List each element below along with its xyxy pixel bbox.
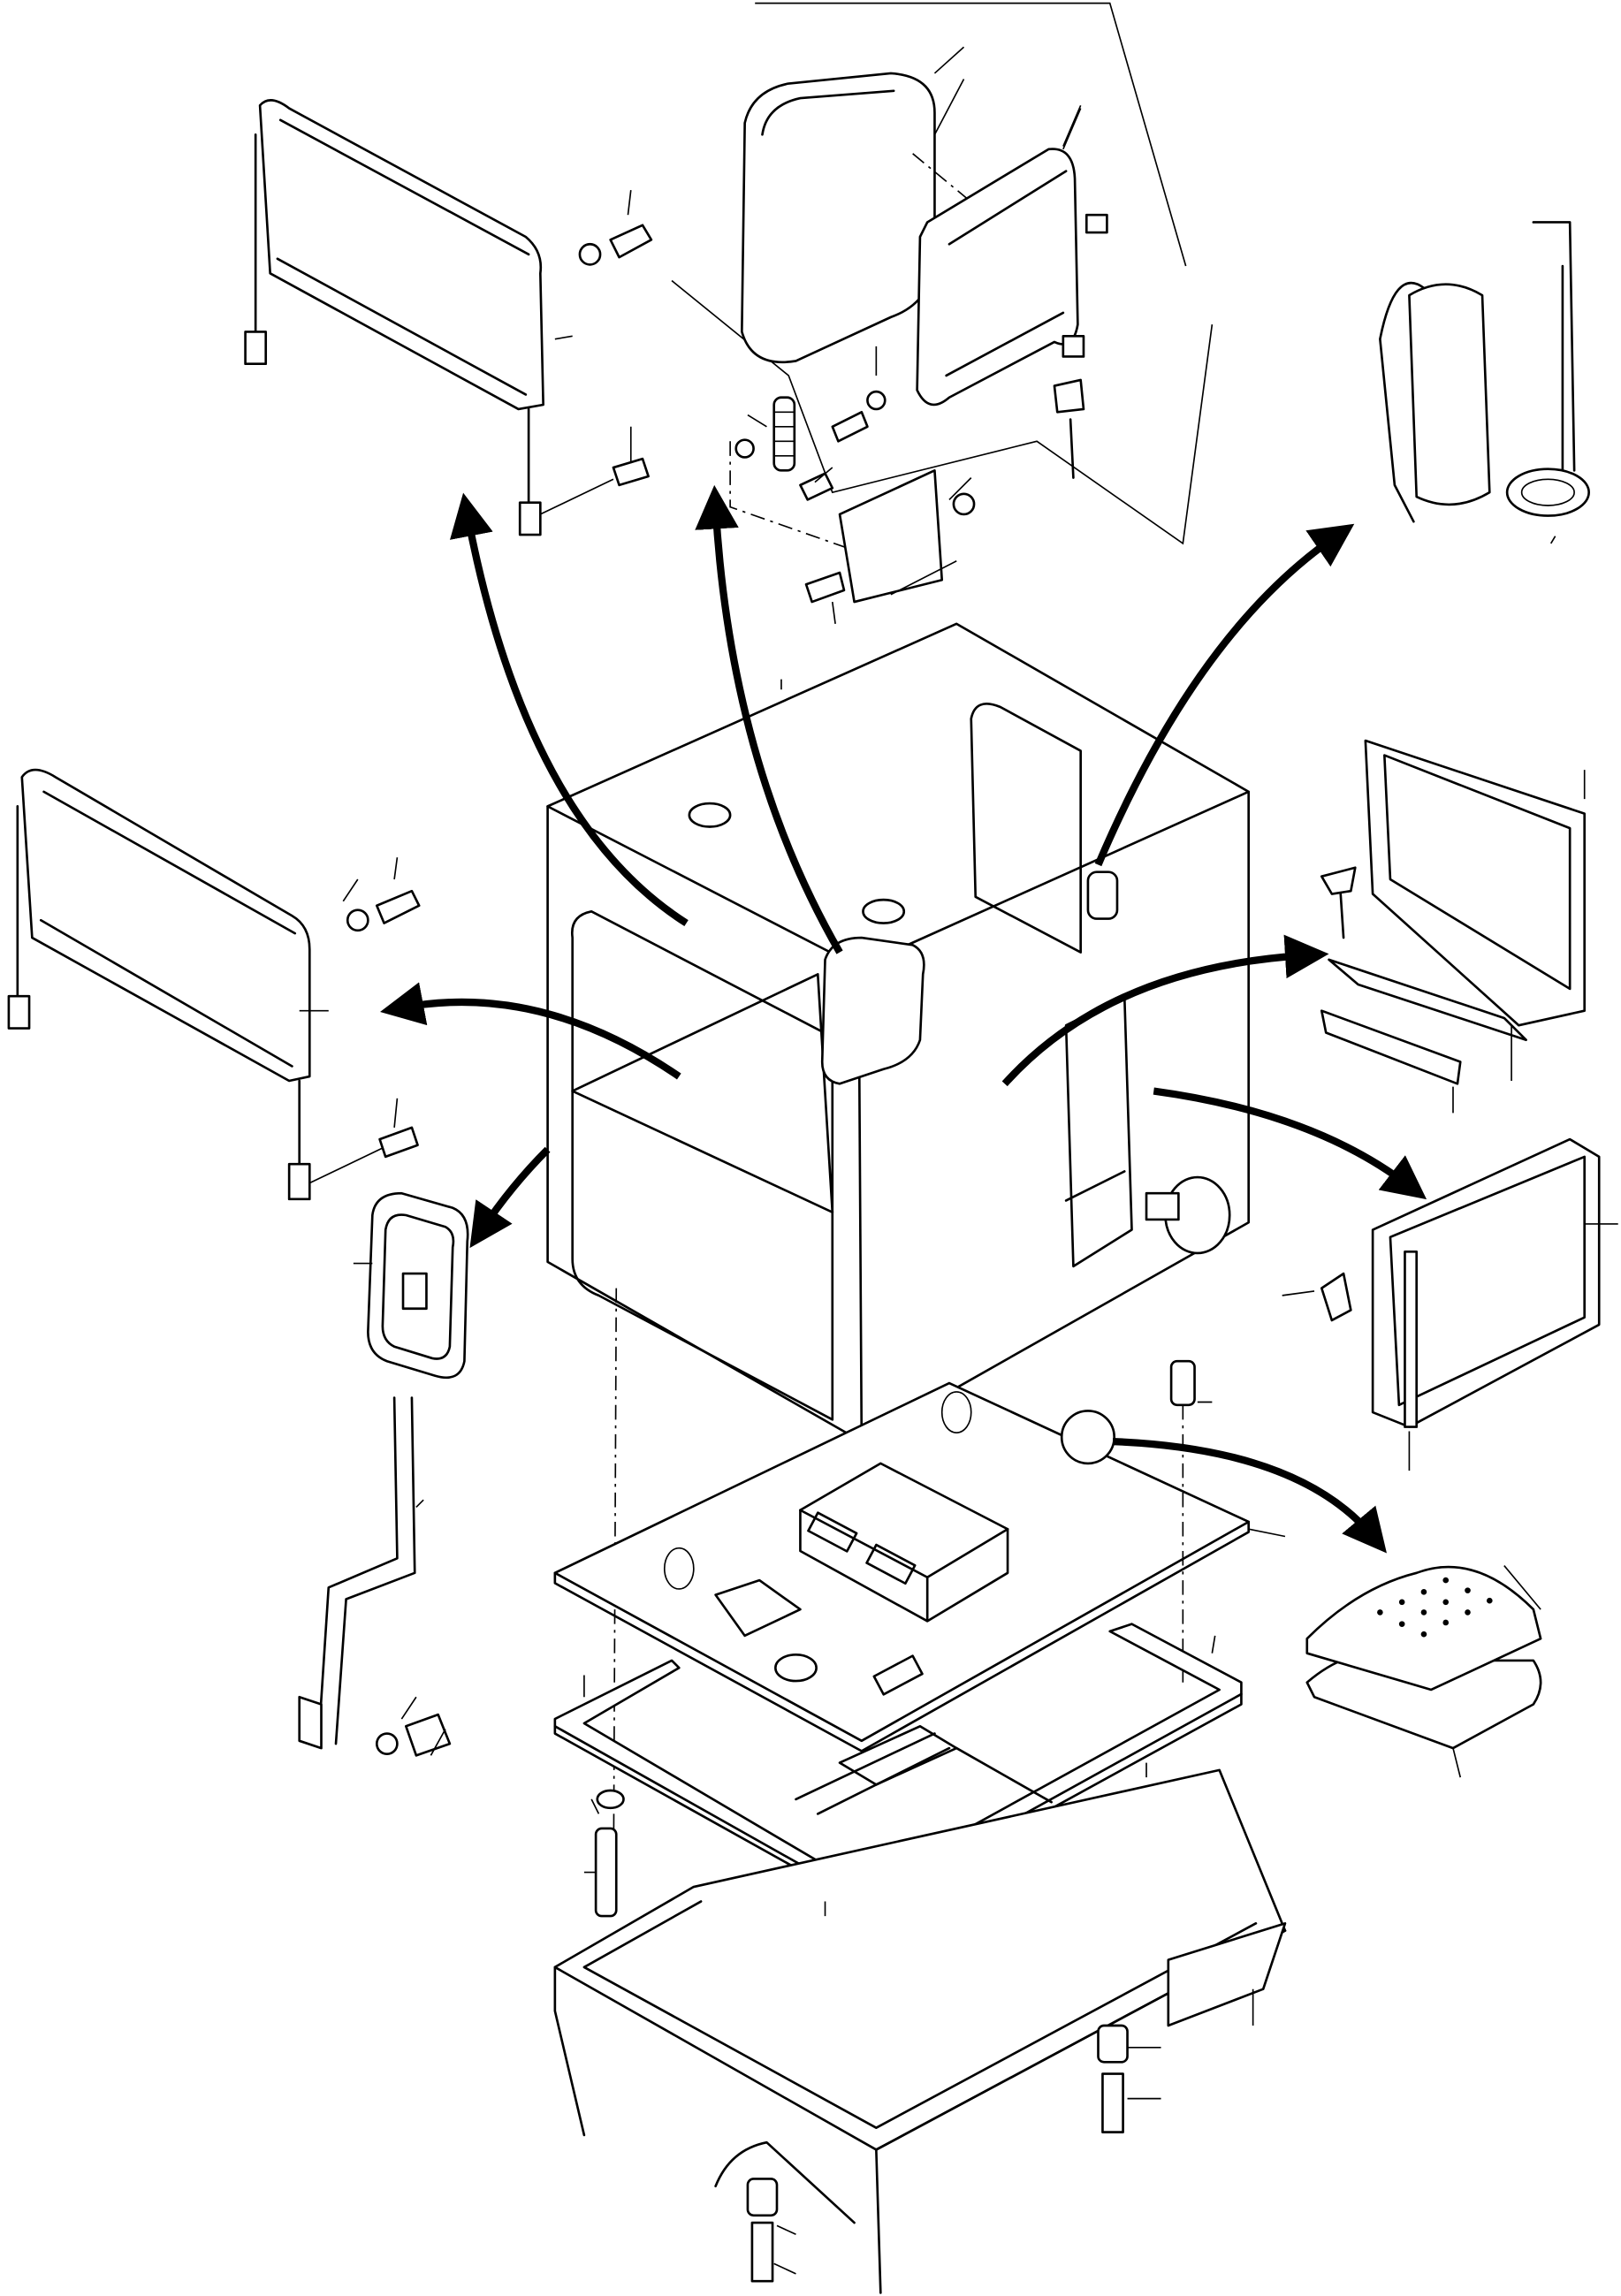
bracket-icon [838, 469, 944, 604]
screw-icon [1320, 866, 1357, 895]
bracket-icon [518, 501, 542, 536]
bolt-icon [609, 224, 653, 259]
washer-icon [375, 1732, 399, 1756]
spring-icon [772, 396, 796, 472]
bracket-icon [287, 1162, 311, 1201]
bolt-icon [375, 889, 421, 924]
mounted-extinguisher-icon [1086, 871, 1119, 920]
seat-frame [916, 108, 1108, 479]
washer-icon [596, 1789, 625, 1810]
bolt-icon [750, 2221, 774, 2283]
mirror-clamp-icon [401, 1272, 428, 1311]
bolt-icon [378, 1126, 419, 1159]
arrow-to-mirror [469, 1146, 551, 1249]
callout-arrows [380, 484, 1427, 1554]
upper-radiator-panel [244, 99, 653, 536]
bolt-icon [1101, 2072, 1124, 2133]
window-rail-icon [1328, 958, 1527, 1042]
bolt-icon [612, 457, 650, 487]
mat-pattern [1377, 1577, 1493, 1638]
spacer-icon [746, 2178, 779, 2217]
detail-circle [1060, 1410, 1115, 1465]
arrow-to-lower-radiator [380, 982, 681, 1080]
bolt-icon [799, 472, 834, 501]
roof-plug-icon [688, 802, 732, 828]
mirror-assembly [298, 1191, 469, 1757]
door-panel [1320, 1137, 1601, 1428]
bolt-icon [405, 1713, 452, 1757]
bracket-icon [7, 994, 31, 1030]
nut-icon [1062, 335, 1085, 358]
knob-icon [1145, 1191, 1180, 1221]
bolt-icon [804, 571, 846, 604]
door-seal-icon [1404, 1250, 1419, 1428]
arrow-to-upper-radiator [450, 492, 689, 927]
washer-icon [578, 242, 602, 266]
cap-screw-icon [1169, 1359, 1196, 1407]
latch-icon [1320, 1272, 1352, 1322]
arrow-to-seat [695, 484, 843, 954]
seat-hardware [734, 390, 976, 604]
angle-strip-icon [1320, 1009, 1462, 1085]
fire-extinguisher [1379, 221, 1590, 523]
side-window [1320, 739, 1587, 1085]
floor-plate [553, 1359, 1250, 1752]
arrow-to-door [1153, 1087, 1427, 1200]
lower-radiator-panel [7, 768, 421, 1201]
washer-icon [346, 909, 369, 932]
mount-icon [663, 1547, 695, 1590]
bracket-icon [244, 331, 268, 366]
arrow-to-extinguisher [1094, 523, 1355, 867]
cab-base [553, 1768, 1287, 2294]
bushing-icon [1053, 378, 1085, 414]
bolt-icon [1084, 213, 1108, 234]
pedal-block-icon [714, 1578, 802, 1638]
roof-plug-icon [862, 898, 906, 924]
leader-lines [299, 46, 1618, 2275]
nut-icon [952, 492, 976, 516]
arrow-to-window [1001, 934, 1329, 1087]
floor-mats [1305, 1565, 1542, 1750]
cab-seat-back [820, 936, 925, 1085]
mirror-bracket-icon [298, 1695, 323, 1750]
mounting-ring-icon [1505, 468, 1590, 517]
nut-icon [734, 438, 755, 459]
mount-icon [940, 1391, 972, 1434]
spacer-icon [1097, 2024, 1129, 2064]
bolt-icon [831, 410, 869, 443]
step-icon [1167, 1922, 1287, 2027]
washer-icon [866, 390, 887, 411]
arrow-to-mats [1112, 1437, 1387, 1554]
cab-shell [546, 622, 1250, 1917]
long-bolt-icon [594, 1827, 618, 1918]
